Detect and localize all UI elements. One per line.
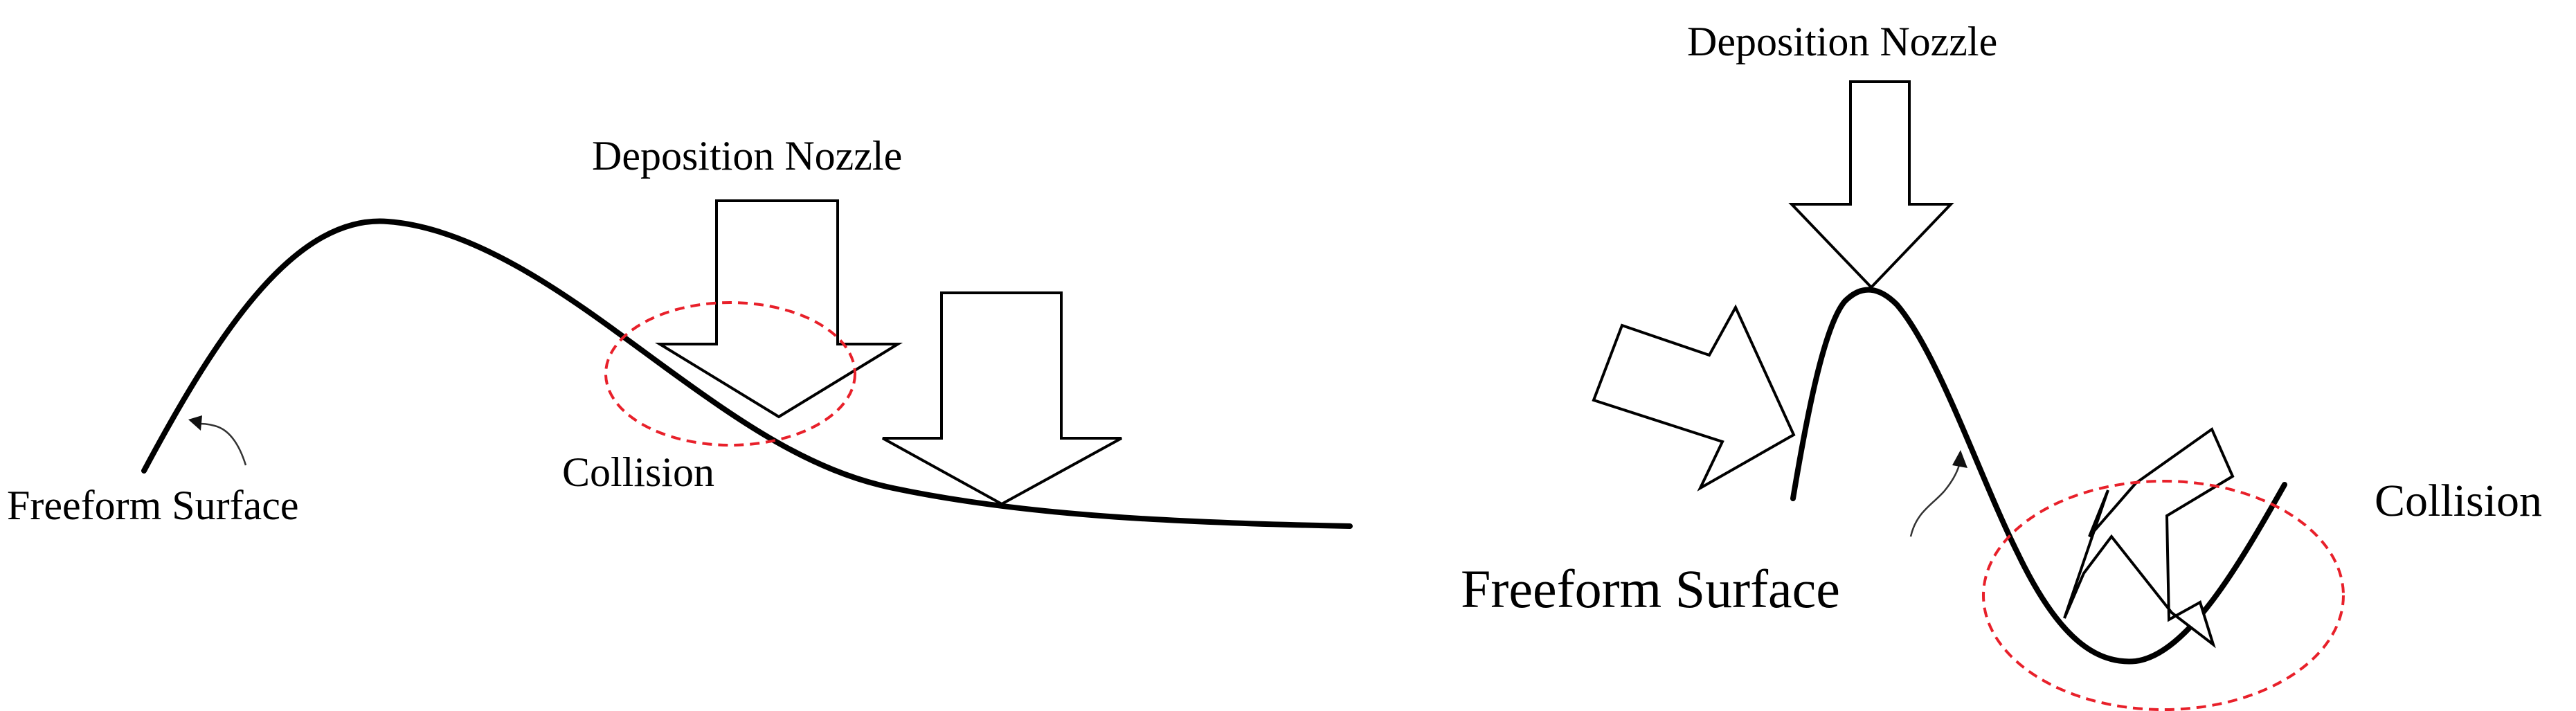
left-surface-label: Freeform Surface: [7, 483, 298, 528]
left-surface-pointer: [197, 422, 247, 466]
right-nozzle-arrow-top: [1788, 80, 1954, 289]
left-panel: Deposition Nozzle Collision Freeform Sur…: [7, 133, 1353, 529]
left-collision-ellipse: [604, 301, 856, 447]
right-surface-pointer: [1909, 465, 1961, 537]
right-collision-label: Collision: [2375, 476, 2542, 526]
right-collision-ellipse: [1982, 480, 2345, 711]
right-nozzle-arrow-side: [1592, 304, 1796, 492]
right-panel: Deposition Nozzle Collision Freeform Sur…: [1461, 19, 2542, 711]
right-surface-pointer-head: [1952, 450, 1967, 468]
left-nozzle-label: Deposition Nozzle: [592, 133, 902, 179]
right-nozzle-arrow-collision: [2063, 426, 2235, 649]
left-freeform-surface-curve: [141, 218, 1353, 529]
right-freeform-surface-curve: [1790, 287, 2287, 665]
left-nozzle-arrow-contact: [882, 291, 1122, 506]
left-surface-pointer-head: [188, 415, 202, 431]
right-nozzle-label: Deposition Nozzle: [1687, 19, 1997, 64]
right-surface-label: Freeform Surface: [1461, 559, 1840, 619]
left-collision-label: Collision: [562, 449, 714, 495]
